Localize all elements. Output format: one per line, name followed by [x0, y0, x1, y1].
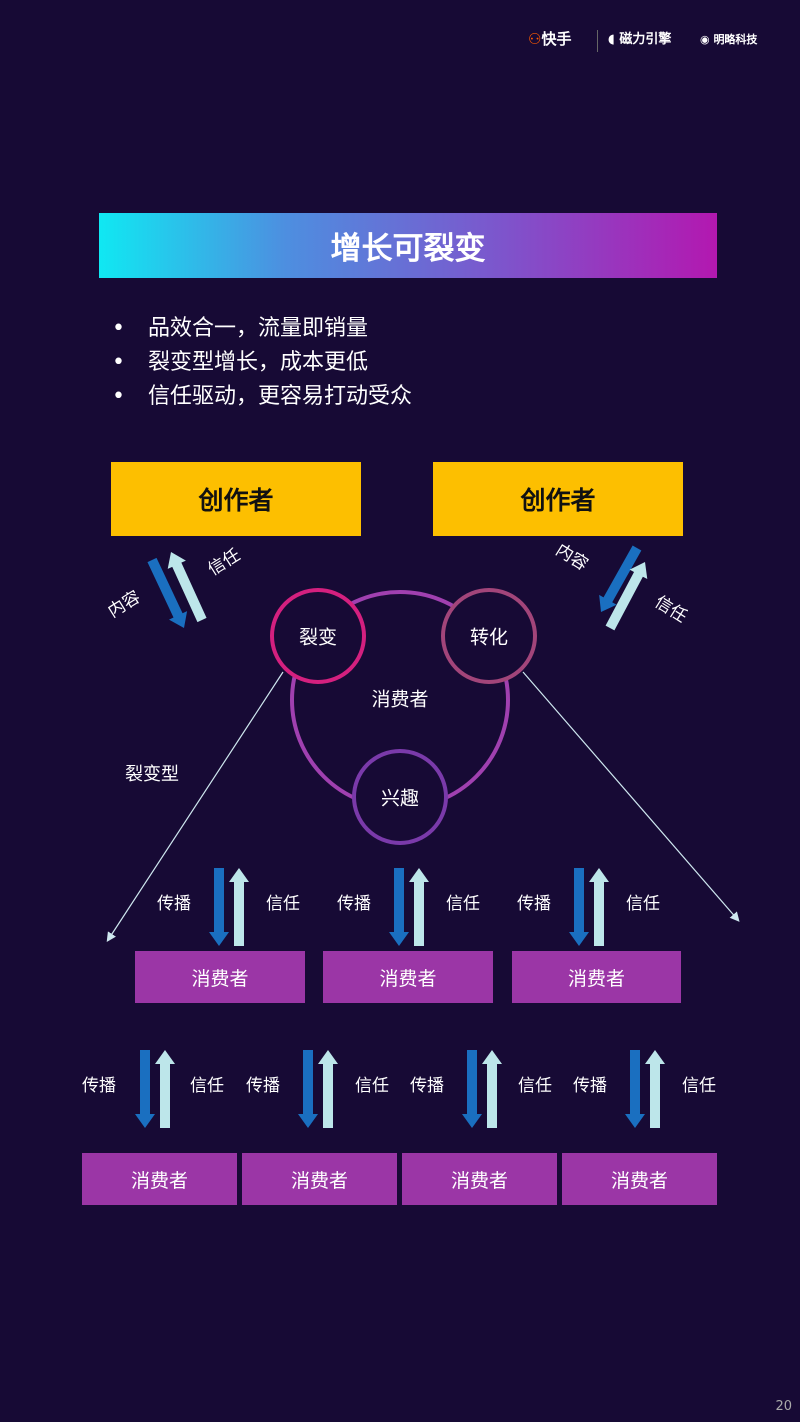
- spread-label: 传播: [337, 894, 371, 914]
- bullet-item: 裂变型增长，成本更低: [112, 346, 412, 380]
- spread-arrow-down: [209, 868, 229, 946]
- consumer-center-label: 消费者: [371, 688, 429, 711]
- trust-arrow-up: [645, 1050, 665, 1128]
- trust-label: 信任: [682, 1076, 716, 1096]
- minglue-logo: ◉ 明略科技: [700, 33, 758, 46]
- spread-arrow-down: [389, 868, 409, 946]
- bullet-list: 品效合一，流量即销量 裂变型增长，成本更低 信任驱动，更容易打动受众: [112, 312, 412, 414]
- interest-circle: [352, 749, 448, 845]
- title-banner: 增长可裂变: [99, 213, 717, 278]
- fission-type-label: 裂变型: [125, 764, 179, 785]
- consumer-box: 消费者: [512, 951, 681, 1003]
- conversion-circle: [441, 588, 537, 684]
- content-arrow-down: [599, 545, 642, 612]
- trust-arrow-up: [167, 552, 207, 623]
- consumer-box: 消费者: [402, 1153, 557, 1205]
- trust-arrow-up: [229, 868, 249, 946]
- spread-label: 传播: [410, 1076, 444, 1096]
- trust-label: 信任: [518, 1076, 552, 1096]
- spread-arrow-down: [625, 1050, 645, 1128]
- bullet-item: 品效合一，流量即销量: [112, 312, 412, 346]
- page-number: 20: [775, 1399, 792, 1414]
- conversion-line: [522, 671, 740, 922]
- spread-label: 传播: [517, 894, 551, 914]
- consumer-box: 消费者: [82, 1153, 237, 1205]
- trust-arrow-up: [589, 868, 609, 946]
- interest-label: 兴趣: [380, 787, 420, 810]
- trust-label: 信任: [626, 894, 660, 914]
- consumer-box: 消费者: [242, 1153, 397, 1205]
- trust-arrow-up: [155, 1050, 175, 1128]
- spread-label: 传播: [82, 1076, 116, 1096]
- consumer-box: 消费者: [135, 951, 305, 1003]
- kuaishou-logo: ⚇快手: [528, 30, 572, 48]
- creator-box: 创作者: [111, 462, 361, 536]
- conversion-label: 转化: [469, 626, 509, 649]
- spread-label: 传播: [573, 1076, 607, 1096]
- spread-label: 传播: [246, 1076, 280, 1096]
- fission-line: [106, 671, 284, 943]
- trust-arrow-up: [482, 1050, 502, 1128]
- logo-divider: [597, 30, 598, 52]
- trust-arrow-up: [605, 562, 648, 631]
- creator-box: 创作者: [433, 462, 683, 536]
- trust-label: 信任: [266, 894, 300, 914]
- consumer-box: 消费者: [562, 1153, 717, 1205]
- content-arrow-down: [147, 557, 188, 628]
- spread-label: 传播: [157, 894, 191, 914]
- trust-label: 信任: [355, 1076, 389, 1096]
- bullet-item: 信任驱动，更容易打动受众: [112, 380, 412, 414]
- spread-arrow-down: [462, 1050, 482, 1128]
- cili-engine-logo: ◖ 磁力引擎: [608, 32, 672, 47]
- fission-circle: [270, 588, 366, 684]
- spread-arrow-down: [569, 868, 589, 946]
- trust-label: 信任: [190, 1076, 224, 1096]
- consumer-box: 消费者: [323, 951, 493, 1003]
- spread-arrow-down: [298, 1050, 318, 1128]
- trust-label: 信任: [446, 894, 480, 914]
- trust-arrow-up: [318, 1050, 338, 1128]
- fission-label: 裂变: [298, 626, 338, 649]
- trust-arrow-up: [409, 868, 429, 946]
- spread-arrow-down: [135, 1050, 155, 1128]
